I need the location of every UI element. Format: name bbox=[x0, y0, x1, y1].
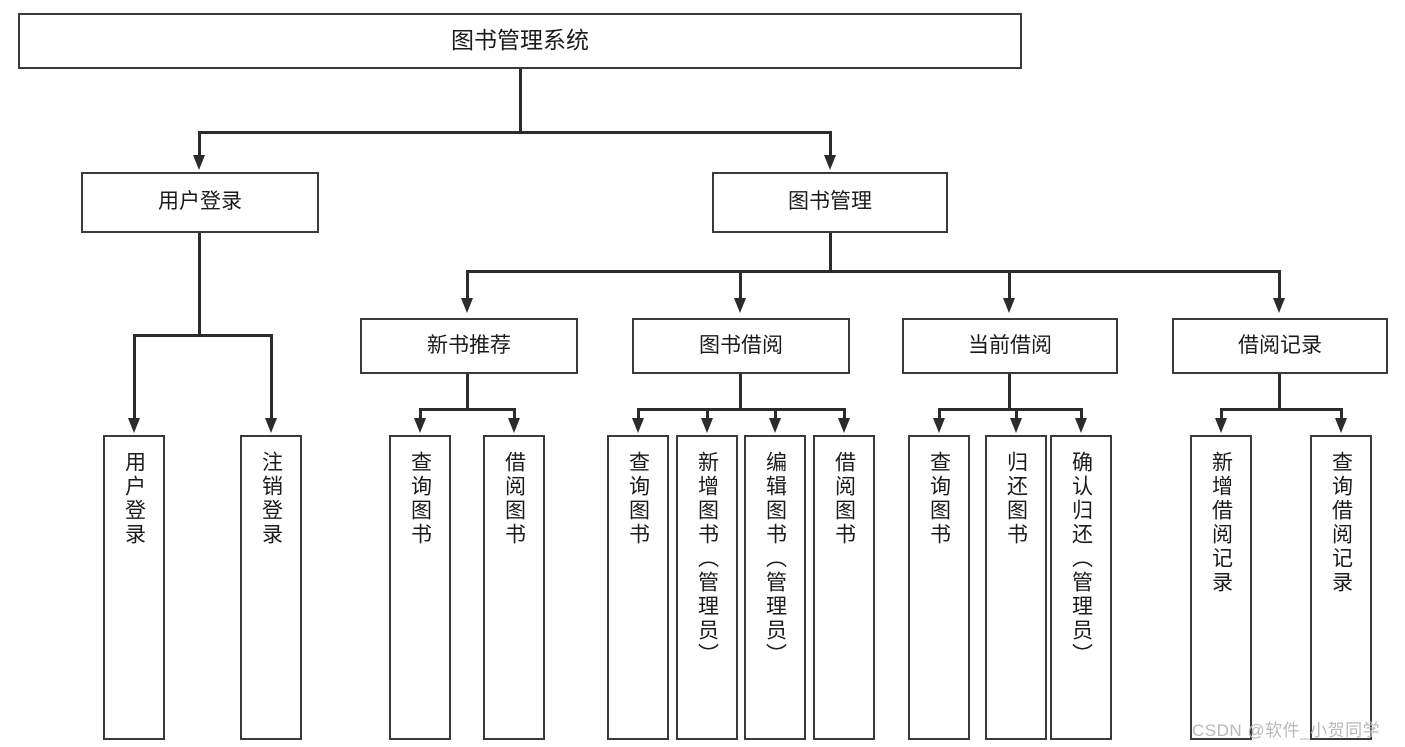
edge-book-borrow-bus bbox=[637, 408, 844, 411]
node-label: 借阅记录 bbox=[1238, 333, 1322, 357]
edge-current-borrow-stem bbox=[1008, 374, 1011, 410]
node-label: 用户登录 bbox=[122, 451, 146, 547]
edge-root-stem bbox=[519, 69, 522, 132]
leaf-query-borrow-record[interactable]: 查询借阅记录 bbox=[1310, 435, 1372, 740]
node-label: 新书推荐 bbox=[427, 333, 511, 357]
edge-book-borrow-to-leaf-7 bbox=[843, 408, 846, 420]
arrowhead-book-mgmt-to-l2-1 bbox=[734, 298, 746, 313]
edge-book-mgmt-stem bbox=[829, 233, 832, 272]
node-label: 图书管理系统 bbox=[451, 27, 589, 54]
edge-user-login-to-leaf-0 bbox=[133, 334, 136, 420]
edge-user-login-to-leaf-1 bbox=[270, 334, 273, 420]
arrowhead-root-to-user-login bbox=[193, 155, 205, 170]
arrowhead-book-mgmt-to-l2-0 bbox=[461, 298, 473, 313]
arrowhead-current-borrow-to-leaf-9 bbox=[1010, 418, 1022, 433]
arrowhead-borrow-records-to-leaf-12 bbox=[1335, 418, 1347, 433]
node-label: 当前借阅 bbox=[968, 333, 1052, 357]
node-label: 查询图书 bbox=[626, 451, 650, 547]
node-label: 查询借阅记录 bbox=[1329, 451, 1353, 595]
edge-book-borrow-to-leaf-6 bbox=[774, 408, 777, 420]
node-book-management[interactable]: 图书管理 bbox=[712, 172, 948, 233]
node-label: 编辑图书（管理员） bbox=[763, 451, 787, 667]
arrowhead-root-to-book-mgmt bbox=[824, 155, 836, 170]
arrowhead-new-book-to-leaf-2 bbox=[414, 418, 426, 433]
edge-new-book-to-leaf-3 bbox=[513, 408, 516, 420]
edge-book-borrow-to-leaf-4 bbox=[637, 408, 640, 420]
arrowhead-book-borrow-to-leaf-4 bbox=[632, 418, 644, 433]
edge-root-to-user-login bbox=[198, 131, 201, 157]
edge-root-to-book-mgmt bbox=[829, 131, 832, 157]
edge-borrow-records-to-leaf-11 bbox=[1220, 408, 1223, 420]
node-label: 借阅图书 bbox=[502, 451, 526, 547]
edge-book-borrow-to-leaf-5 bbox=[706, 408, 709, 420]
edge-book-mgmt-to-l2-2 bbox=[1008, 270, 1011, 300]
edge-root-bus bbox=[198, 131, 832, 134]
arrowhead-current-borrow-to-leaf-8 bbox=[933, 418, 945, 433]
leaf-query-book-recommend[interactable]: 查询图书 bbox=[389, 435, 451, 740]
edge-current-borrow-to-leaf-10 bbox=[1080, 408, 1083, 420]
edge-borrow-records-to-leaf-12 bbox=[1340, 408, 1343, 420]
arrowhead-book-mgmt-to-l2-3 bbox=[1273, 298, 1285, 313]
node-label: 图书管理 bbox=[788, 190, 872, 214]
edge-user-login-stem bbox=[198, 233, 201, 336]
node-label: 新增图书（管理员） bbox=[695, 451, 719, 667]
edge-borrow-records-bus bbox=[1220, 408, 1342, 411]
node-label: 借阅图书 bbox=[832, 451, 856, 547]
leaf-query-book-current[interactable]: 查询图书 bbox=[908, 435, 970, 740]
leaf-user-login[interactable]: 用户登录 bbox=[103, 435, 165, 740]
node-label: 查询图书 bbox=[927, 451, 951, 547]
arrowhead-book-borrow-to-leaf-6 bbox=[769, 418, 781, 433]
arrowhead-book-borrow-to-leaf-7 bbox=[838, 418, 850, 433]
arrowhead-book-borrow-to-leaf-5 bbox=[701, 418, 713, 433]
node-label: 注销登录 bbox=[259, 451, 283, 547]
edge-book-mgmt-to-l2-3 bbox=[1278, 270, 1281, 300]
node-current-borrow[interactable]: 当前借阅 bbox=[902, 318, 1118, 374]
node-label: 查询图书 bbox=[408, 451, 432, 547]
edge-book-mgmt-to-l2-0 bbox=[466, 270, 469, 300]
leaf-add-book-admin[interactable]: 新增图书（管理员） bbox=[676, 435, 738, 740]
arrowhead-user-login-to-leaf-1 bbox=[265, 418, 277, 433]
edge-book-mgmt-to-l2-1 bbox=[739, 270, 742, 300]
node-label: 新增借阅记录 bbox=[1209, 451, 1233, 595]
leaf-query-book-borrow[interactable]: 查询图书 bbox=[607, 435, 669, 740]
node-label: 用户登录 bbox=[158, 190, 242, 214]
leaf-edit-book-admin[interactable]: 编辑图书（管理员） bbox=[744, 435, 806, 740]
node-label: 图书借阅 bbox=[699, 333, 783, 357]
node-new-book-recommend[interactable]: 新书推荐 bbox=[360, 318, 578, 374]
arrowhead-new-book-to-leaf-3 bbox=[508, 418, 520, 433]
node-book-borrow[interactable]: 图书借阅 bbox=[632, 318, 850, 374]
arrowhead-current-borrow-to-leaf-10 bbox=[1075, 418, 1087, 433]
arrowhead-user-login-to-leaf-0 bbox=[128, 418, 140, 433]
node-label: 归还图书 bbox=[1004, 451, 1028, 547]
edge-book-mgmt-bus bbox=[466, 270, 1281, 273]
edge-current-borrow-to-leaf-9 bbox=[1015, 408, 1018, 420]
leaf-return-book[interactable]: 归还图书 bbox=[985, 435, 1047, 740]
node-borrow-records[interactable]: 借阅记录 bbox=[1172, 318, 1388, 374]
edge-current-borrow-bus bbox=[938, 408, 1081, 411]
edge-current-borrow-to-leaf-8 bbox=[938, 408, 941, 420]
edge-new-book-to-leaf-2 bbox=[419, 408, 422, 420]
edge-new-book-bus bbox=[419, 408, 515, 411]
edge-user-login-bus bbox=[133, 334, 271, 337]
node-root-system[interactable]: 图书管理系统 bbox=[18, 13, 1022, 69]
leaf-confirm-return-admin[interactable]: 确认归还（管理员） bbox=[1050, 435, 1112, 740]
arrowhead-book-mgmt-to-l2-2 bbox=[1003, 298, 1015, 313]
edge-borrow-records-stem bbox=[1278, 374, 1281, 410]
edge-book-borrow-stem bbox=[739, 374, 742, 410]
leaf-borrow-book-recommend[interactable]: 借阅图书 bbox=[483, 435, 545, 740]
leaf-borrow-book[interactable]: 借阅图书 bbox=[813, 435, 875, 740]
leaf-add-borrow-record[interactable]: 新增借阅记录 bbox=[1190, 435, 1252, 740]
watermark-text: CSDN @软件_小贺同学 bbox=[1192, 721, 1381, 740]
leaf-logout[interactable]: 注销登录 bbox=[240, 435, 302, 740]
node-label: 确认归还（管理员） bbox=[1069, 451, 1093, 667]
node-user-login[interactable]: 用户登录 bbox=[81, 172, 319, 233]
arrowhead-borrow-records-to-leaf-11 bbox=[1215, 418, 1227, 433]
edge-new-book-stem bbox=[466, 374, 469, 410]
